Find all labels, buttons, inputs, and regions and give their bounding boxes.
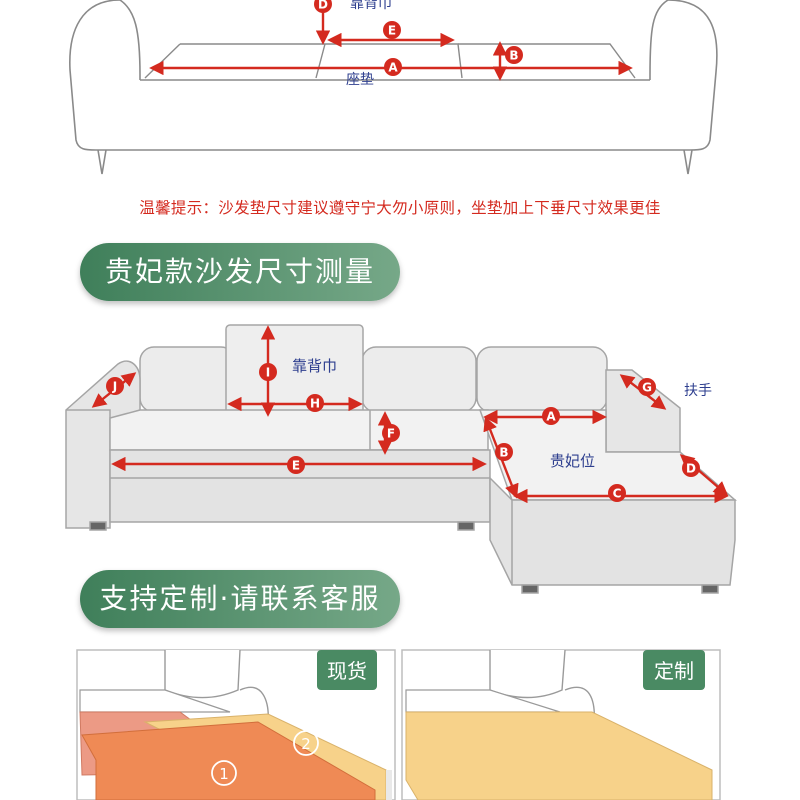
svg-text:D: D <box>318 0 328 12</box>
l-marker-g: G <box>638 378 656 396</box>
custom-panel <box>401 649 721 800</box>
size-tip: 温馨提示：沙发垫尺寸建议遵守宁大勿小原则，坐垫加上下垂尺寸效果更佳 <box>139 199 661 217</box>
svg-text:E: E <box>388 24 396 38</box>
top-marker-e: E <box>383 21 401 39</box>
l-marker-j: J <box>106 377 124 395</box>
svg-text:G: G <box>642 381 652 395</box>
piece-2-badge: 2 <box>293 730 319 756</box>
svg-text:A: A <box>388 61 398 75</box>
l-marker-i: I <box>259 363 277 381</box>
svg-text:E: E <box>292 459 300 473</box>
piece-1-badge: 1 <box>211 760 237 786</box>
svg-text:B: B <box>509 49 518 63</box>
svg-text:H: H <box>310 397 320 411</box>
custom-banner: 支持定制·请联系客服 <box>80 570 400 628</box>
top-seat-label: 座垫 <box>346 72 374 88</box>
svg-text:J: J <box>112 380 117 394</box>
svg-text:I: I <box>266 366 270 380</box>
top-backrest-label: 靠背巾 <box>350 0 392 12</box>
l-marker-e: E <box>287 456 305 474</box>
measure-banner: 贵妃款沙发尺寸测量 <box>80 243 400 301</box>
svg-text:定制: 定制 <box>654 659 694 683</box>
stock-tag: 现货 <box>317 650 377 690</box>
l-armrest-label: 扶手 <box>684 383 712 399</box>
svg-text:A: A <box>546 410 556 424</box>
svg-text:D: D <box>686 462 696 476</box>
l-marker-f: F <box>382 424 400 442</box>
top-marker-b: B <box>505 46 523 64</box>
svg-text:现货: 现货 <box>327 659 367 683</box>
top-sofa-outline <box>69 0 718 175</box>
l-marker-d: D <box>682 459 700 477</box>
l-marker-a: A <box>542 407 560 425</box>
top-marker-a: A <box>384 58 402 76</box>
l-chaise-label: 贵妃位 <box>550 452 595 470</box>
top-marker-d: D <box>314 0 332 13</box>
svg-text:F: F <box>387 427 395 441</box>
custom-tag: 定制 <box>643 650 705 690</box>
l-marker-c: C <box>608 484 626 502</box>
svg-text:1: 1 <box>219 765 229 783</box>
l-marker-b: B <box>495 443 513 461</box>
svg-text:C: C <box>613 487 622 501</box>
svg-text:2: 2 <box>301 735 311 753</box>
l-backrest-label: 靠背巾 <box>292 357 337 375</box>
svg-text:B: B <box>499 446 508 460</box>
l-marker-h: H <box>306 394 324 412</box>
l-sofa <box>65 324 737 594</box>
